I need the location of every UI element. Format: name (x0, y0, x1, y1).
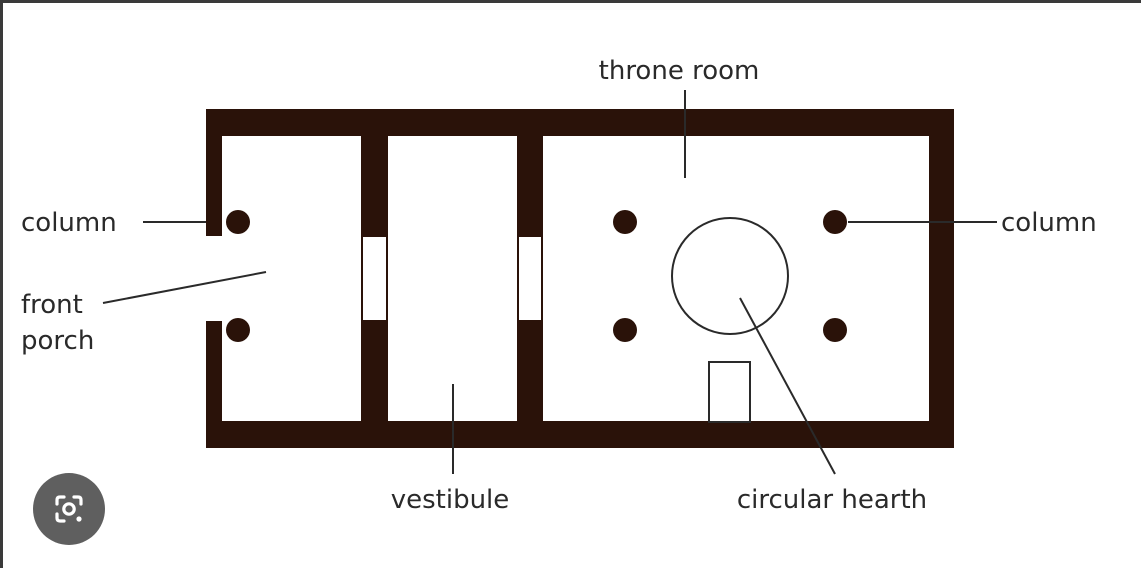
left-frame-edge (0, 0, 3, 568)
front-label: front (21, 290, 83, 320)
top-wall (206, 109, 954, 136)
partition-walls (361, 109, 543, 448)
throne-column-upper-left (613, 210, 637, 234)
doorway-2 (517, 235, 543, 322)
partition-1-upper (361, 109, 388, 236)
outer-walls (206, 109, 954, 448)
throne-column-upper-right (823, 210, 847, 234)
throne (708, 361, 751, 423)
bottom-wall (206, 421, 954, 448)
left-wall-upper (206, 109, 222, 236)
top-frame-edge (0, 0, 1141, 3)
left-wall-lower (206, 321, 222, 448)
visual-search-button[interactable] (33, 473, 105, 545)
visual-search-icon (55, 495, 83, 523)
porch-column-upper (226, 210, 250, 234)
porch-column-lower (226, 318, 250, 342)
leader-lines (102, 90, 997, 475)
partition-2-lower (517, 321, 543, 448)
labels: throne room column column front porch ve… (21, 56, 1097, 515)
circular-hearth-label: circular hearth (737, 485, 927, 515)
throne-room-label: throne room (599, 56, 760, 86)
partition-2-upper (517, 109, 543, 236)
right-column-label: column (1001, 208, 1097, 238)
left-column-label: column (21, 208, 117, 238)
hearth-leader (739, 297, 836, 475)
circular-hearth (671, 217, 789, 335)
doorways (361, 235, 543, 322)
front-porch-leader (102, 271, 267, 304)
porch-label: porch (21, 326, 94, 356)
throne-column-lower-right (823, 318, 847, 342)
vestibule-label: vestibule (391, 485, 510, 515)
columns (226, 210, 847, 342)
doorway-1 (361, 235, 388, 322)
partition-1-lower (361, 321, 388, 448)
throne-column-lower-left (613, 318, 637, 342)
right-wall (929, 109, 954, 448)
